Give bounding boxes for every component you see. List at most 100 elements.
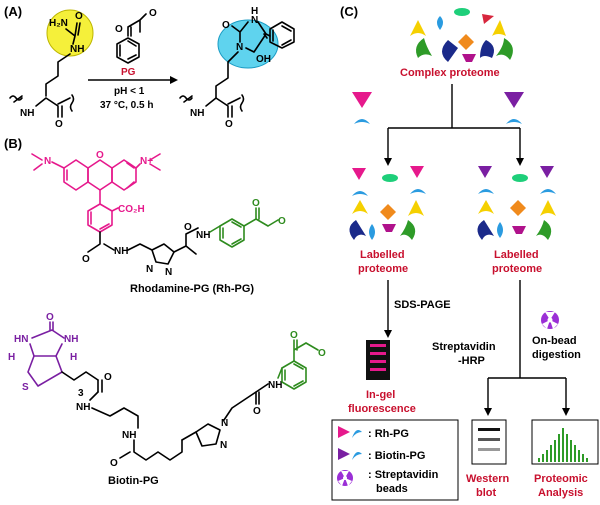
atom-o-backbone: O: [55, 119, 63, 130]
cond-temp: 37 °C, 0.5 h: [100, 100, 153, 111]
atom-hn-biotin1: HN: [14, 334, 28, 345]
probe-biotin-right: [504, 92, 524, 124]
protein-green-oval: [454, 8, 470, 16]
atom-o-glyoxal-b1: O: [290, 330, 298, 341]
atom-h-prod: H: [251, 6, 258, 17]
reaction-arrow: pH < 1 37 °C, 0.5 h: [88, 76, 178, 111]
atom-o-glyoxal-b2: O: [318, 348, 326, 359]
legend-strep-line2: beads: [376, 483, 408, 495]
atom-o-pg1: O: [149, 8, 157, 19]
legend-rh-crescent: [352, 430, 362, 438]
atom-h-biotin1: H: [8, 352, 15, 363]
protein-red-top: [482, 14, 494, 24]
western-line2: blot: [476, 487, 496, 499]
strep-line2: -HRP: [458, 355, 485, 367]
atom-nh-amide1: NH: [114, 246, 128, 257]
protein-orange-diamond: [458, 34, 474, 50]
atom-nh-tri-amide: NH: [268, 380, 282, 391]
panel-b-label: (B): [4, 136, 22, 151]
atom-oh-prod: OH: [256, 54, 271, 65]
labelled-left-line2: proteome: [358, 263, 408, 275]
atom-nh-urea: NH: [70, 44, 84, 55]
labelled-right-line1: Labelled: [494, 249, 539, 261]
atom-nh-amide2: NH: [196, 230, 210, 241]
atom-nh-linker2: NH: [122, 430, 136, 441]
labelled-cluster-left: Labelled proteome: [349, 166, 426, 275]
legend-biotin-crescent: [352, 452, 362, 460]
phenylglyoxal-reagent: O O PG: [115, 8, 157, 78]
atom-nplus-right: N+: [140, 156, 153, 167]
western-line1: Western: [466, 473, 509, 485]
atom-n-triazole1: N: [146, 264, 153, 275]
atom-o-glyoxal2: O: [278, 216, 286, 227]
atom-o-biotin: O: [46, 312, 54, 323]
atom-h-biotin2: H: [70, 352, 77, 363]
ingel-line1: In-gel: [366, 389, 395, 401]
biotin-pg-structure: O HN NH H H S 3 O NH NH O N N O NH O O B…: [8, 312, 326, 487]
labelled-cluster-right: Labelled proteome: [477, 166, 556, 275]
sds-page-step: SDS-PAGE: [384, 280, 451, 338]
spectrum-box: [531, 419, 599, 465]
atom-o-biotin-amide: O: [104, 372, 112, 383]
atom-n-prod2: N: [236, 42, 243, 53]
atom-n-tri-b1: N: [221, 418, 228, 429]
protein-magenta-trap: [462, 54, 476, 62]
protein-navy-right: [480, 40, 494, 58]
proteomic-line2: Analysis: [538, 487, 583, 499]
proteomic-line1: Proteomic: [534, 473, 588, 485]
protein-yellow-right: [492, 20, 506, 36]
biotin-pg-label: Biotin-PG: [108, 475, 159, 487]
ingel-line2: fluorescence: [348, 403, 416, 415]
legend-biotin-triangle: [338, 448, 350, 460]
atom-s-biotin: S: [22, 382, 29, 393]
complex-proteome-label: Complex proteome: [400, 67, 500, 79]
atom-o-glyoxal1: O: [252, 198, 260, 209]
atom-nh-prod: NH: [190, 108, 204, 119]
labelled-left-line1: Labelled: [360, 249, 405, 261]
legend-rh-label: : Rh-PG: [368, 428, 409, 440]
western-blot-box: [471, 419, 507, 465]
labelled-right-line2: proteome: [492, 263, 542, 275]
panel-c-label: (C): [340, 4, 358, 19]
atom-o-pg2: O: [115, 24, 123, 35]
legend-box: : Rh-PG : Biotin-PG : Streptavidin beads: [331, 419, 459, 501]
bead-icon-onbead: [541, 311, 559, 329]
reagent-label: PG: [121, 67, 136, 78]
probe-rh-left: [352, 92, 372, 124]
atom-o-amide2: O: [184, 222, 192, 233]
sds-label: SDS-PAGE: [394, 299, 451, 311]
protein-blue-top: [437, 16, 443, 30]
protein-green-crescent-l: [416, 38, 432, 58]
strep-line1: Streptavidin: [432, 341, 496, 353]
protein-green-crescent-r: [496, 38, 513, 60]
atom-n-triazole2: N: [165, 267, 172, 278]
split-arrows: [384, 84, 524, 166]
legend-rh-triangle: [338, 426, 350, 438]
rhodamine-pg-structure: N O N+ CO₂H O NH N N O NH O O Rhodamine-…: [31, 150, 286, 295]
spectrum-peaks: [538, 428, 588, 462]
legend-bead-icon: [337, 470, 353, 486]
cond-ph: pH < 1: [114, 86, 145, 97]
panel-a-label: (A): [4, 4, 22, 19]
atom-n-left: N: [44, 156, 51, 167]
atom-n-tri-b2: N: [220, 440, 227, 451]
atom-nh-biotin2: NH: [64, 334, 78, 345]
reactant-structure: H₂N O NH NH O: [9, 9, 94, 130]
legend-biotin-label: : Biotin-PG: [368, 450, 425, 462]
proteomic-panel: Proteomic Analysis: [531, 419, 599, 499]
atom-o-linker: O: [110, 458, 118, 469]
atom-nh-backbone: NH: [20, 108, 34, 119]
atom-o-tri-amide: O: [253, 406, 261, 417]
atom-co2h: CO₂H: [118, 204, 145, 215]
atom-o-amide1: O: [82, 254, 90, 265]
legend-strep-line1: : Streptavidin: [368, 469, 439, 481]
atom-n-prod1: N: [251, 15, 258, 26]
protein-yellow-top: [410, 20, 426, 36]
atom-nh-linker1: NH: [76, 402, 90, 413]
right-branch: Streptavidin -HRP On-bead digestion: [432, 280, 581, 416]
complex-proteome-cluster: Complex proteome: [400, 8, 513, 79]
product-structure: O N H N OH NH O: [179, 6, 295, 130]
onbead-line2: digestion: [532, 349, 581, 361]
western-blot-panel: Western blot: [466, 419, 509, 499]
